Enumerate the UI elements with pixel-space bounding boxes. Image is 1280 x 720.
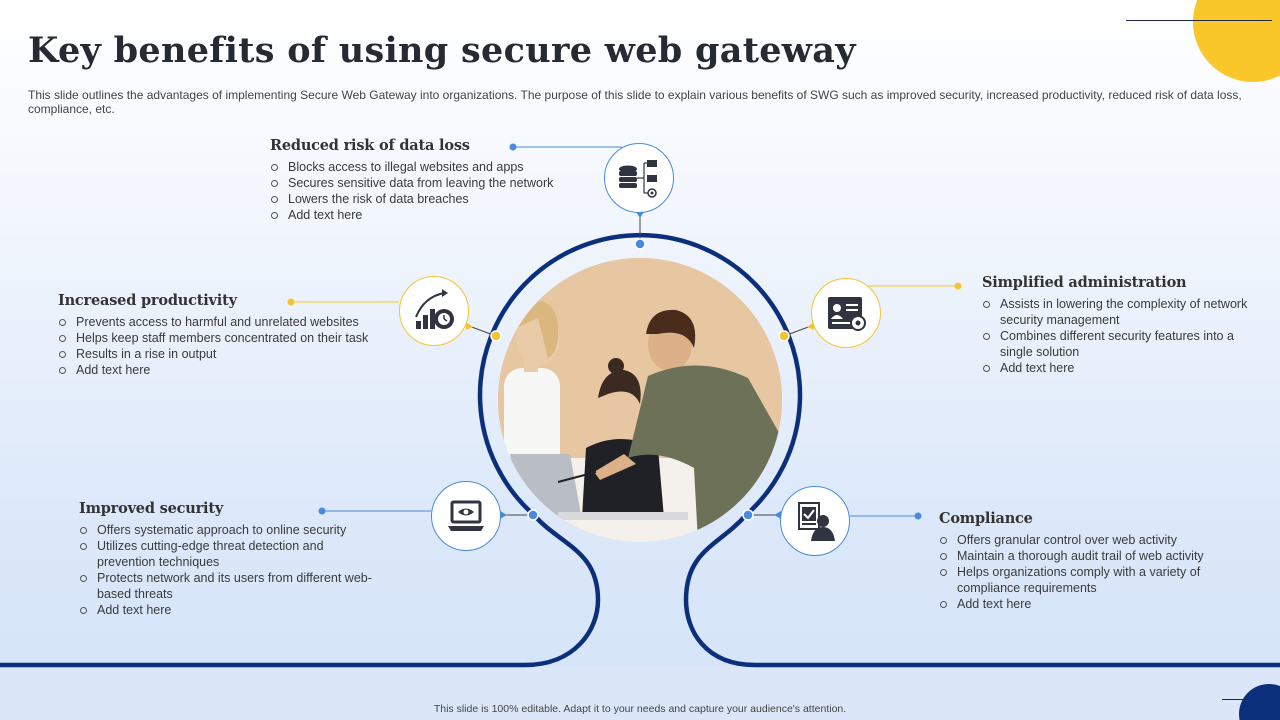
benefit-list: Assists in lowering the complexity of ne… (982, 296, 1258, 376)
database-network-icon (604, 143, 674, 213)
list-item: Lowers the risk of data breaches (270, 191, 600, 207)
benefit-list: Prevents access to harmful and unrelated… (58, 314, 398, 378)
list-item: Utilizes cutting-edge threat detection a… (79, 538, 379, 570)
benefit-compliance: Compliance Offers granular control over … (939, 510, 1239, 612)
list-item: Offers systematic approach to online sec… (79, 522, 379, 538)
benefit-productivity: Increased productivity Prevents access t… (58, 292, 398, 378)
list-item: Offers granular control over web activit… (939, 532, 1239, 548)
list-item: Prevents access to harmful and unrelated… (58, 314, 398, 330)
team-photo (498, 258, 782, 542)
list-item: Protects network and its users from diff… (79, 570, 379, 602)
list-item: Maintain a thorough audit trail of web a… (939, 548, 1239, 564)
list-item: Combines different security features int… (982, 328, 1258, 360)
bottom-band (0, 666, 1280, 720)
decorative-line-top (1126, 20, 1272, 21)
list-item: Add text here (58, 362, 398, 378)
benefit-title: Simplified administration (982, 274, 1187, 291)
benefit-data-loss: Reduced risk of data loss Blocks access … (270, 137, 600, 223)
list-item: Results in a rise in output (58, 346, 398, 362)
list-item: Add text here (79, 602, 379, 618)
benefit-list: Offers granular control over web activit… (939, 532, 1239, 612)
benefit-administration: Simplified administration Assists in low… (982, 274, 1258, 376)
list-item: Add text here (982, 360, 1258, 376)
benefit-title: Improved security (79, 500, 224, 517)
list-item: Add text here (939, 596, 1239, 612)
benefit-security: Improved security Offers systematic appr… (79, 500, 379, 618)
footer-note: This slide is 100% editable. Adapt it to… (433, 703, 847, 715)
benefit-title: Increased productivity (58, 292, 237, 309)
list-item: Helps keep staff members concentrated on… (58, 330, 398, 346)
list-item: Helps organizations comply with a variet… (939, 564, 1239, 596)
benefit-list: Blocks access to illegal websites and ap… (270, 159, 600, 223)
laptop-eye-icon (431, 481, 501, 551)
benefit-title: Compliance (939, 510, 1033, 527)
slide-subtitle: This slide outlines the advantages of im… (28, 88, 1242, 116)
list-item: Blocks access to illegal websites and ap… (270, 159, 600, 175)
benefit-list: Offers systematic approach to online sec… (79, 522, 379, 618)
growth-chart-gear-icon (399, 276, 469, 346)
list-item: Assists in lowering the complexity of ne… (982, 296, 1258, 328)
list-item: Secures sensitive data from leaving the … (270, 175, 600, 191)
benefit-title: Reduced risk of data loss (270, 137, 470, 154)
profile-settings-icon (811, 278, 881, 348)
list-item: Add text here (270, 207, 600, 223)
compliance-person-icon (780, 486, 850, 556)
slide-title: Key benefits of using secure web gateway (28, 30, 856, 71)
